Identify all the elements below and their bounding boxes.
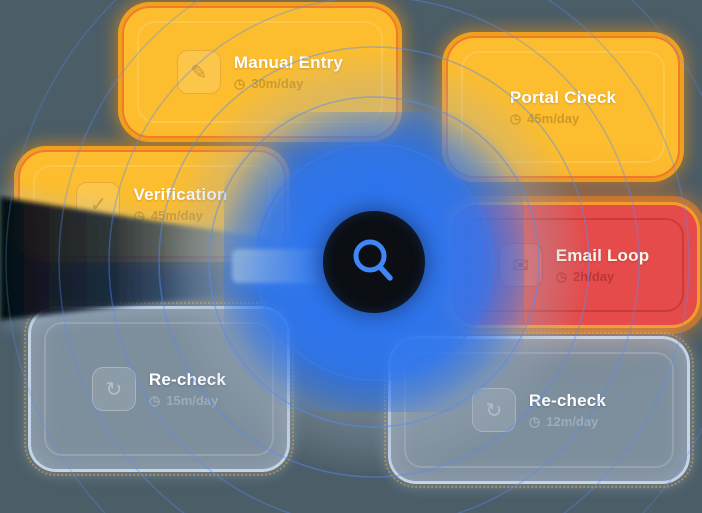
clock-icon: ◷: [233, 75, 246, 91]
card-subtext: 2h/day: [573, 269, 615, 284]
card-subtext: 15m/day: [166, 393, 219, 408]
refresh-icon: ↻: [91, 367, 136, 411]
clock-icon: ◷: [133, 207, 145, 223]
card-manual-entry: ✎ Manual Entry ◷ 30m/day: [122, 6, 398, 138]
card-title: Re-check: [148, 369, 227, 389]
envelope-icon: ✉: [498, 243, 543, 287]
card-portal-check: Portal Check ◷ 45m/day: [446, 36, 680, 178]
refresh-icon: ↻: [471, 388, 516, 432]
card-subtext: 45m/day: [527, 111, 580, 126]
search-core-button[interactable]: [323, 211, 425, 313]
magnifier-icon: [353, 239, 393, 281]
clock-icon: ◷: [509, 110, 522, 126]
card-title: Portal Check: [509, 87, 617, 107]
card-title: Re-check: [528, 390, 607, 410]
card-recheck-right: ↻ Re-check ◷ 12m/day: [384, 332, 694, 488]
card-title: Manual Entry: [233, 52, 344, 72]
card-subtext: 30m/day: [251, 76, 304, 91]
card-title: Verification: [133, 184, 228, 204]
check-icon: ✓: [76, 182, 121, 226]
card-title: Email Loop: [555, 245, 650, 265]
clock-icon: ◷: [528, 413, 541, 429]
card-recheck-left: ↻ Re-check ◷ 15m/day: [24, 302, 294, 476]
card-email-loop: ✉ Email Loop ◷ 2h/day: [448, 202, 700, 328]
card-subtext: 12m/day: [546, 414, 599, 429]
clock-icon: ◷: [555, 268, 568, 284]
clock-icon: ◷: [148, 392, 161, 408]
card-subtext: 45m/day: [150, 208, 203, 223]
card-verification: ✓ Verification ◷ 45m/day: [18, 150, 286, 258]
pencil-icon: ✎: [176, 50, 221, 94]
